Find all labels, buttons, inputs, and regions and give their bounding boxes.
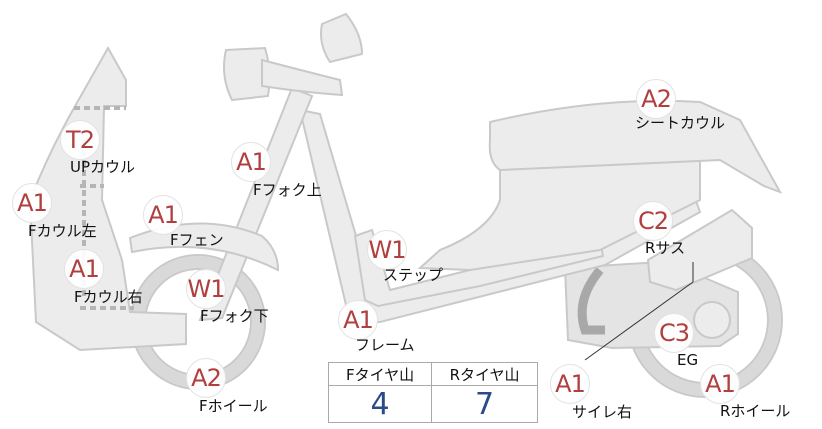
grade-marker-f-fender: A1 <box>143 195 183 235</box>
body-panel-shape <box>417 148 701 272</box>
rear-tire-tread-value: 7 <box>431 385 538 423</box>
part-label-seat-cowl: シートカウル <box>635 114 726 132</box>
grade-marker-engine: C3 <box>654 313 694 353</box>
part-label-f-cowl-right: Fカウル右 <box>74 288 143 306</box>
grade-marker-f-cowl-left: A1 <box>12 183 52 223</box>
grade-marker-step: W1 <box>367 230 407 270</box>
part-label-f-fender: Fフェン <box>170 231 224 249</box>
cowl-dashed-outline <box>74 106 134 310</box>
front-tire-tread-value: 4 <box>327 385 433 423</box>
part-label-f-wheel: Fホイール <box>199 397 268 415</box>
part-label-r-wheel: Rホイール <box>720 402 791 420</box>
grade-marker-frame: A1 <box>338 300 378 340</box>
grade-marker-r-suspension: C2 <box>633 201 673 241</box>
grade-marker-f-fork-upper: A1 <box>231 142 271 182</box>
grade-marker-f-fork-lower: W1 <box>186 269 226 309</box>
front-fender-shape <box>128 222 280 272</box>
rear-tire-tread-header: Rタイヤ山 <box>431 362 538 386</box>
rear-hub-shape <box>693 301 731 339</box>
part-label-f-cowl-left: Fカウル左 <box>28 222 97 240</box>
tread-header-row: Fタイヤ山 Rタイヤ山 <box>327 362 538 386</box>
headlight-shape <box>223 46 271 102</box>
part-label-f-fork-upper: Fフォク上 <box>253 181 322 199</box>
seat-cowl-shape <box>488 99 783 194</box>
part-label-r-suspension: Rサス <box>645 239 686 257</box>
tread-value-row: 4 7 <box>327 385 538 423</box>
grade-marker-seat-cowl: A2 <box>636 79 676 119</box>
leader-line <box>584 281 694 361</box>
grade-marker-up-cowl: T2 <box>60 120 100 160</box>
part-label-step: ステップ <box>383 266 444 284</box>
grade-marker-f-wheel: A2 <box>186 358 226 398</box>
exhaust-pipe-shape <box>577 267 605 335</box>
part-label-f-fork-lower: Fフォク下 <box>200 307 269 325</box>
part-label-muffler-right: サイレ右 <box>572 403 633 421</box>
rear-shock-shape <box>646 208 753 292</box>
mirror-shape <box>320 12 364 64</box>
part-label-engine: EG <box>677 351 699 369</box>
grade-marker-r-wheel: A1 <box>700 364 740 404</box>
grade-marker-f-cowl-right: A1 <box>64 249 104 289</box>
part-label-up-cowl: UPカウル <box>70 158 136 176</box>
handlebar-shape <box>261 58 344 97</box>
part-label-frame: フレーム <box>355 336 415 354</box>
front-tire-tread-header: Fタイヤ山 <box>327 362 433 386</box>
tire-tread-table: Fタイヤ山 Rタイヤ山 4 7 <box>327 362 538 423</box>
grade-marker-muffler-right: A1 <box>550 364 590 404</box>
